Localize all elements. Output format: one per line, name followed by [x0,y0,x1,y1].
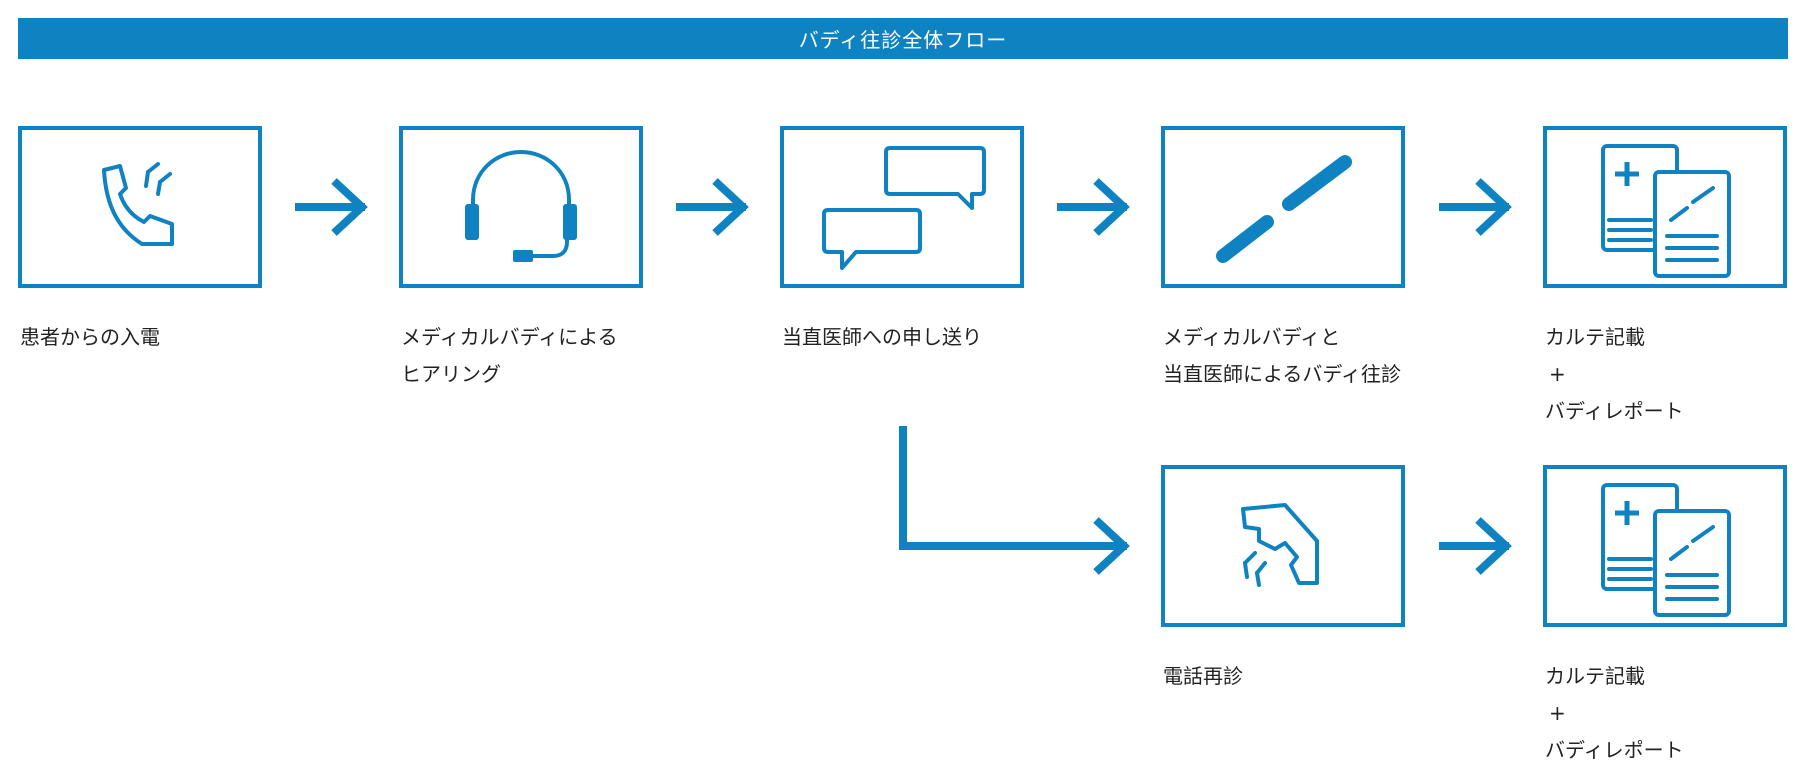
documents-icon [1601,144,1731,278]
step-box-chart-report-2 [1543,465,1787,627]
step-label-phone-reconsult: 電話再診 [1163,658,1243,695]
label-line: バディレポート [1545,738,1684,762]
label-line: バディレポート [1545,399,1684,423]
step-box-incoming-call [18,126,262,288]
arrow-icon [1057,178,1130,236]
label-line: メディカルバディと [1163,325,1341,349]
arrow-icon [1439,517,1512,575]
arrow-icon [676,178,749,236]
label-line: メディカルバディによる [401,325,618,349]
phone-icon [102,162,174,246]
step-label-handover: 当直医師への申し送り [782,319,982,356]
step-label-hearing: メディカルバディによる ヒアリング [401,319,618,393]
label-line: + [1549,362,1566,386]
step-box-hearing [399,126,643,288]
headset-icon [465,149,577,262]
label-line: 当直医師によるバディ往診 [1163,362,1401,386]
label-line: 当直医師への申し送り [782,325,982,349]
pen-icon [1216,155,1352,263]
step-box-phone-reconsult [1161,465,1405,627]
step-label-incoming-call: 患者からの入電 [20,319,160,356]
label-line: 患者からの入電 [20,325,160,349]
label-line: カルテ記載 [1545,325,1645,349]
arrow-icon [295,178,368,236]
phone-hangup-icon [1241,503,1319,587]
documents-icon [1601,483,1731,617]
step-box-handover [780,126,1024,288]
chat-bubbles-icon [822,146,986,270]
label-line: カルテ記載 [1545,664,1645,688]
step-label-chart-report-2: カルテ記載 + バディレポート [1545,658,1684,769]
flow-title: バディ往診全体フロー [798,28,1008,52]
step-box-home-visit [1161,126,1405,288]
step-label-chart-report-1: カルテ記載 + バディレポート [1545,319,1684,430]
flow-title-banner: バディ往診全体フロー [18,18,1788,59]
step-label-home-visit: メディカルバディと 当直医師によるバディ往診 [1163,319,1401,393]
arrow-icon [1439,178,1512,236]
label-line: ヒアリング [401,362,501,386]
branch-arrow-icon [899,426,1130,575]
step-box-chart-report-1 [1543,126,1787,288]
label-line: 電話再診 [1163,664,1243,688]
label-line: + [1549,701,1566,725]
